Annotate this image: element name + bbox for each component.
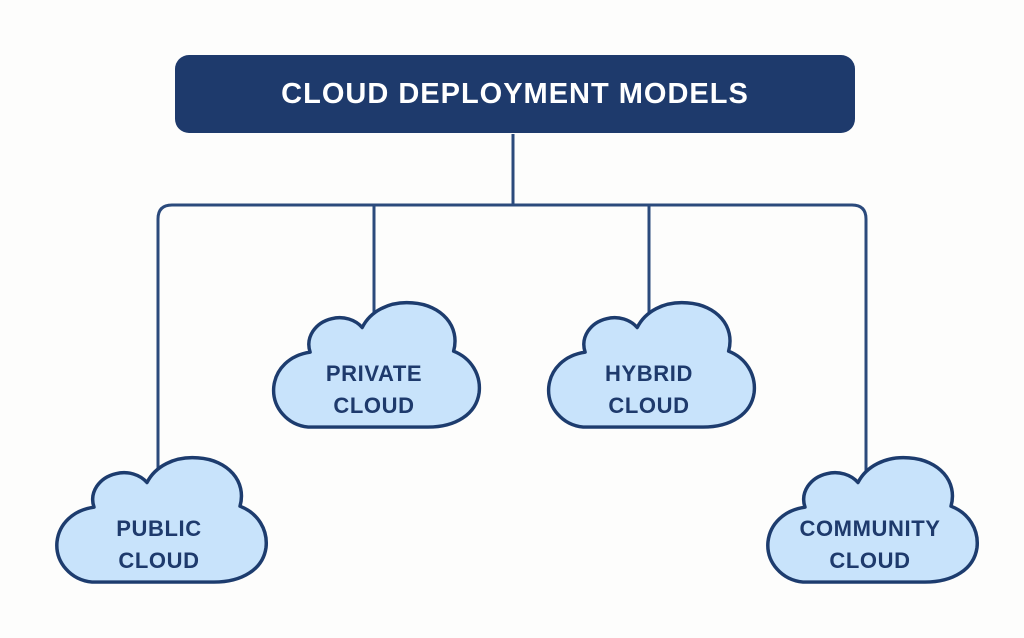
diagram-title: CLOUD DEPLOYMENT MODELS bbox=[281, 77, 749, 110]
diagram-title-box: CLOUD DEPLOYMENT MODELS bbox=[175, 55, 855, 133]
connector-trunk bbox=[156, 203, 868, 500]
public-cloud-label: PUBLIC CLOUD bbox=[116, 516, 202, 574]
node-community-cloud: COMMUNITY CLOUD bbox=[755, 450, 985, 588]
node-hybrid-cloud: HYBRID CLOUD bbox=[536, 295, 762, 433]
node-public-cloud: PUBLIC CLOUD bbox=[44, 450, 274, 588]
cloud-shape-icon bbox=[55, 456, 268, 584]
cloud-shape-icon bbox=[766, 456, 979, 584]
cloud-shape-icon bbox=[272, 301, 482, 429]
cloud-shape-icon bbox=[547, 301, 757, 429]
private-cloud-label: PRIVATE CLOUD bbox=[325, 361, 423, 419]
node-private-cloud: PRIVATE CLOUD bbox=[261, 295, 487, 433]
community-cloud-label: COMMUNITY CLOUD bbox=[799, 516, 941, 574]
hybrid-cloud-label: HYBRID CLOUD bbox=[605, 361, 693, 419]
